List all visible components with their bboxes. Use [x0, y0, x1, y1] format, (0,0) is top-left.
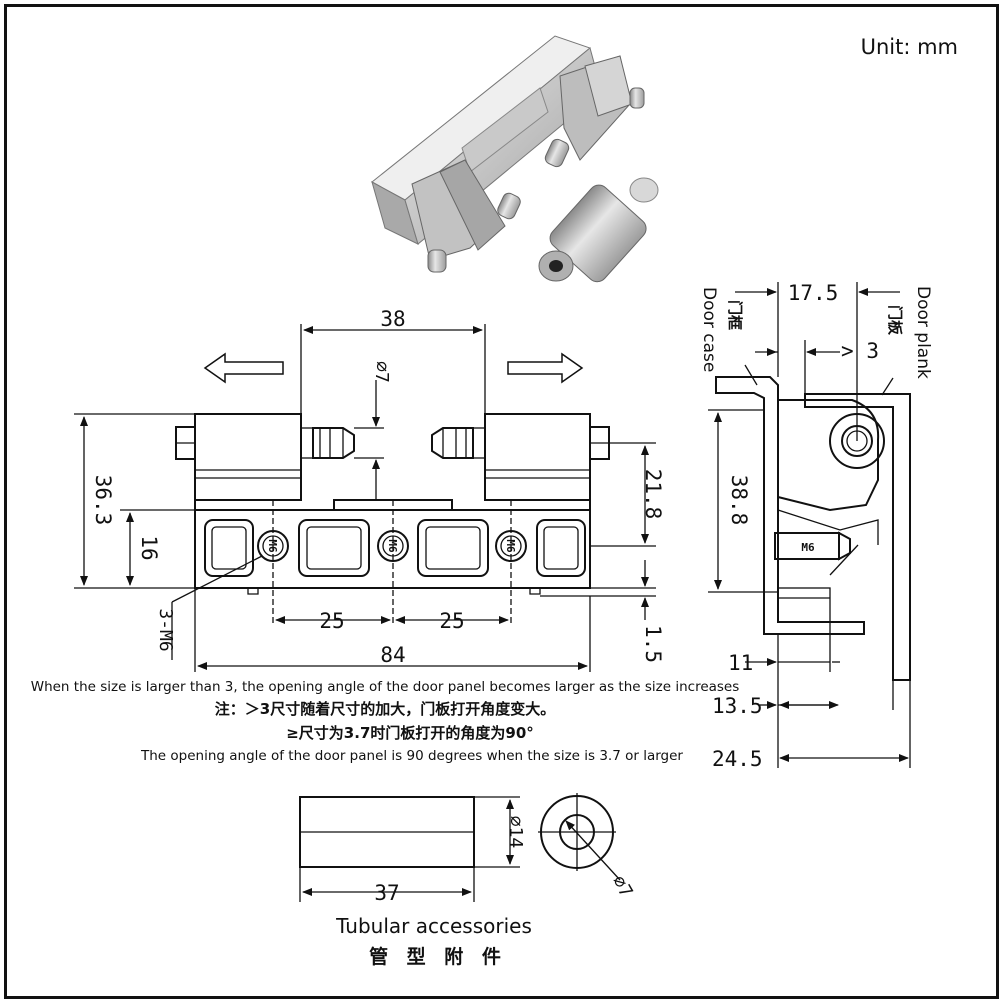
dim-pin-diameter: ⌀7 — [371, 361, 392, 383]
dim-38-8: 38.8 — [727, 475, 751, 526]
tube-accessory: ⌀14 37 ⌀7 Tubular accessories 管 型 附 件 — [299, 793, 637, 968]
label-door-case-cn: 门框 — [726, 300, 744, 330]
dim-38: 38 — [380, 307, 405, 331]
dim-25-right: 25 — [439, 609, 464, 633]
note-line1-cn: 注：＞3尺寸随着尺寸的加大，门板打开角度变大。 — [215, 700, 555, 718]
label-door-case-en: Door case — [699, 287, 719, 372]
dim-17-5: 17.5 — [788, 281, 839, 305]
dim-tube-inner: ⌀7 — [608, 872, 637, 901]
hinge-product-illustration — [371, 35, 659, 283]
arrow-left-icon — [203, 352, 284, 384]
dim-36-3: 36.3 — [91, 475, 115, 526]
arrow-right-icon — [507, 352, 584, 384]
note-line2-en: The opening angle of the door panel is 9… — [140, 748, 683, 764]
note-line1-en: When the size is larger than 3, the open… — [31, 679, 740, 695]
hinge-front-view: M6 M6 M6 38 ⌀7 36.3 — [74, 307, 665, 672]
caption-cn: 管 型 附 件 — [369, 945, 507, 968]
screw-label: M6 — [801, 541, 815, 554]
note-line2-cn: ≥尺寸为3.7时门板打开的角度为90° — [286, 724, 534, 742]
outer-border — [4, 4, 999, 999]
dim-tube-length: 37 — [374, 881, 399, 905]
unit-label: Unit: mm — [861, 35, 958, 59]
label-door-plank-cn: 门板 — [886, 305, 904, 336]
notes: When the size is larger than 3, the open… — [31, 679, 740, 764]
label-door-plank-en: Door plank — [913, 286, 933, 379]
dim-gap-min: > 3 — [841, 339, 879, 363]
caption-en: Tubular accessories — [335, 914, 532, 938]
dim-13-5: 13.5 — [712, 694, 763, 718]
dim-21-8: 21.8 — [641, 469, 665, 520]
callout-3-m6: 3-M6 — [155, 608, 176, 651]
hinge-side-view: M6 17.5 > 3 38.8 11 13.5 — [699, 281, 933, 771]
dim-11: 11 — [728, 651, 753, 675]
dim-25-left: 25 — [319, 609, 344, 633]
dim-tube-outer: ⌀14 — [505, 816, 526, 849]
dim-1-5: 1.5 — [641, 625, 665, 663]
dim-16: 16 — [137, 535, 161, 560]
dim-84: 84 — [380, 643, 405, 667]
dim-24-5: 24.5 — [712, 747, 763, 771]
